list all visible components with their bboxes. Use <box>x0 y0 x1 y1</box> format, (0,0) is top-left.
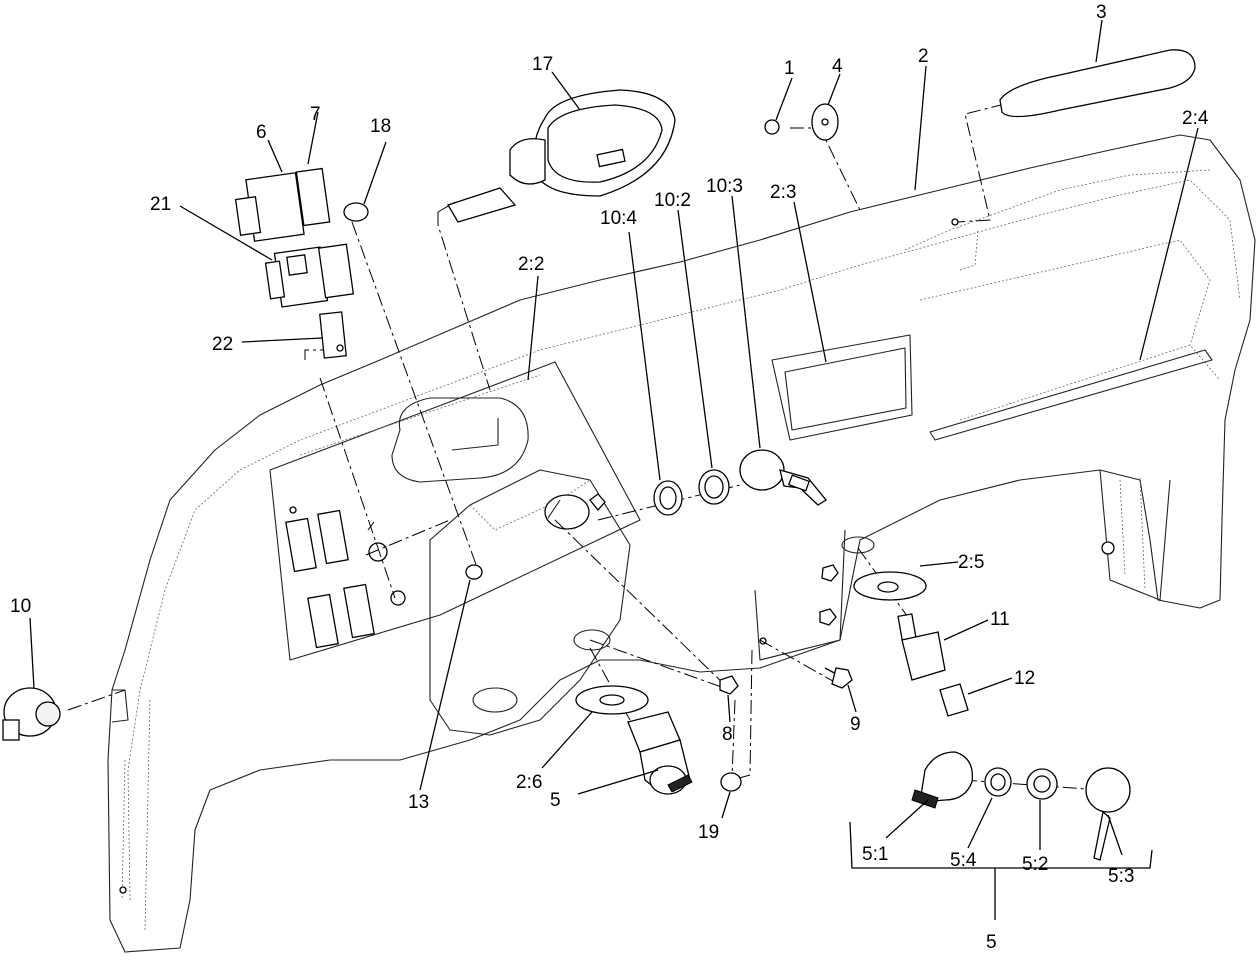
callout-7: 7 <box>310 104 321 125</box>
callout-12: 12 <box>1014 668 1035 689</box>
callout-2: 2 <box>918 46 929 67</box>
hole-plug-13 <box>465 564 483 580</box>
group-bracket <box>849 821 1153 869</box>
grip-handle <box>999 49 1196 118</box>
switch-body <box>911 751 974 809</box>
callout-2-3: 2:3 <box>770 182 796 203</box>
callout-21: 21 <box>150 194 171 215</box>
callout-10: 10 <box>10 596 31 617</box>
callout-11: 11 <box>990 609 1010 630</box>
callout-2-6: 2:6 <box>516 772 542 793</box>
callout-8: 8 <box>722 724 733 745</box>
callout-5-1: 5:1 <box>862 844 888 865</box>
callout-5-4: 5:4 <box>950 850 977 871</box>
dashboard-housing <box>107 134 1256 953</box>
callout-5-group: 5 <box>986 932 997 953</box>
nut-19 <box>720 772 742 792</box>
callout-4: 4 <box>832 56 843 77</box>
rocker-switch <box>234 167 331 242</box>
callout-13: 13 <box>408 792 429 813</box>
switch-cap <box>939 683 969 717</box>
callout-10-2: 10:2 <box>654 190 691 211</box>
callout-2-5: 2:5 <box>958 552 984 573</box>
leader-lines <box>29 19 1199 856</box>
callout-10-3: 10:3 <box>706 176 743 197</box>
mount-hole <box>1101 541 1115 555</box>
callout-19: 19 <box>698 822 719 843</box>
bolt-head-2 <box>819 608 837 626</box>
ignition-switch <box>627 711 693 795</box>
callout-18: 18 <box>370 116 391 137</box>
callout-10-4: 10:4 <box>600 208 637 229</box>
callout-17: 17 <box>532 54 553 75</box>
bolt-8 <box>719 675 739 695</box>
bolt <box>824 667 853 689</box>
switch-decal <box>319 311 347 359</box>
callout-3: 3 <box>1096 2 1107 23</box>
cap-and-key <box>1085 767 1131 861</box>
bolt-head <box>821 564 839 582</box>
callout-labels: 1 2 3 4 5 5 6 7 8 9 10 11 12 13 17 18 19… <box>10 2 1209 953</box>
light-switch <box>897 613 946 681</box>
callout-9: 9 <box>850 714 861 735</box>
callout-2-4: 2:4 <box>1182 108 1209 129</box>
callout-6: 6 <box>256 122 267 143</box>
callout-22: 22 <box>212 334 233 355</box>
callout-1: 1 <box>784 58 795 79</box>
callout-2-2: 2:2 <box>518 254 544 275</box>
callout-5: 5 <box>550 790 561 811</box>
hour-meter <box>447 89 676 223</box>
assembly-lines <box>67 103 1101 791</box>
key-cap <box>739 449 827 506</box>
nut <box>764 119 780 135</box>
ignition-switch-left <box>2 687 61 741</box>
rocker-switch-2 <box>264 243 355 308</box>
callout-5-2: 5:2 <box>1022 854 1048 875</box>
callout-5-3: 5:3 <box>1108 866 1134 887</box>
hole-plug <box>343 202 369 222</box>
